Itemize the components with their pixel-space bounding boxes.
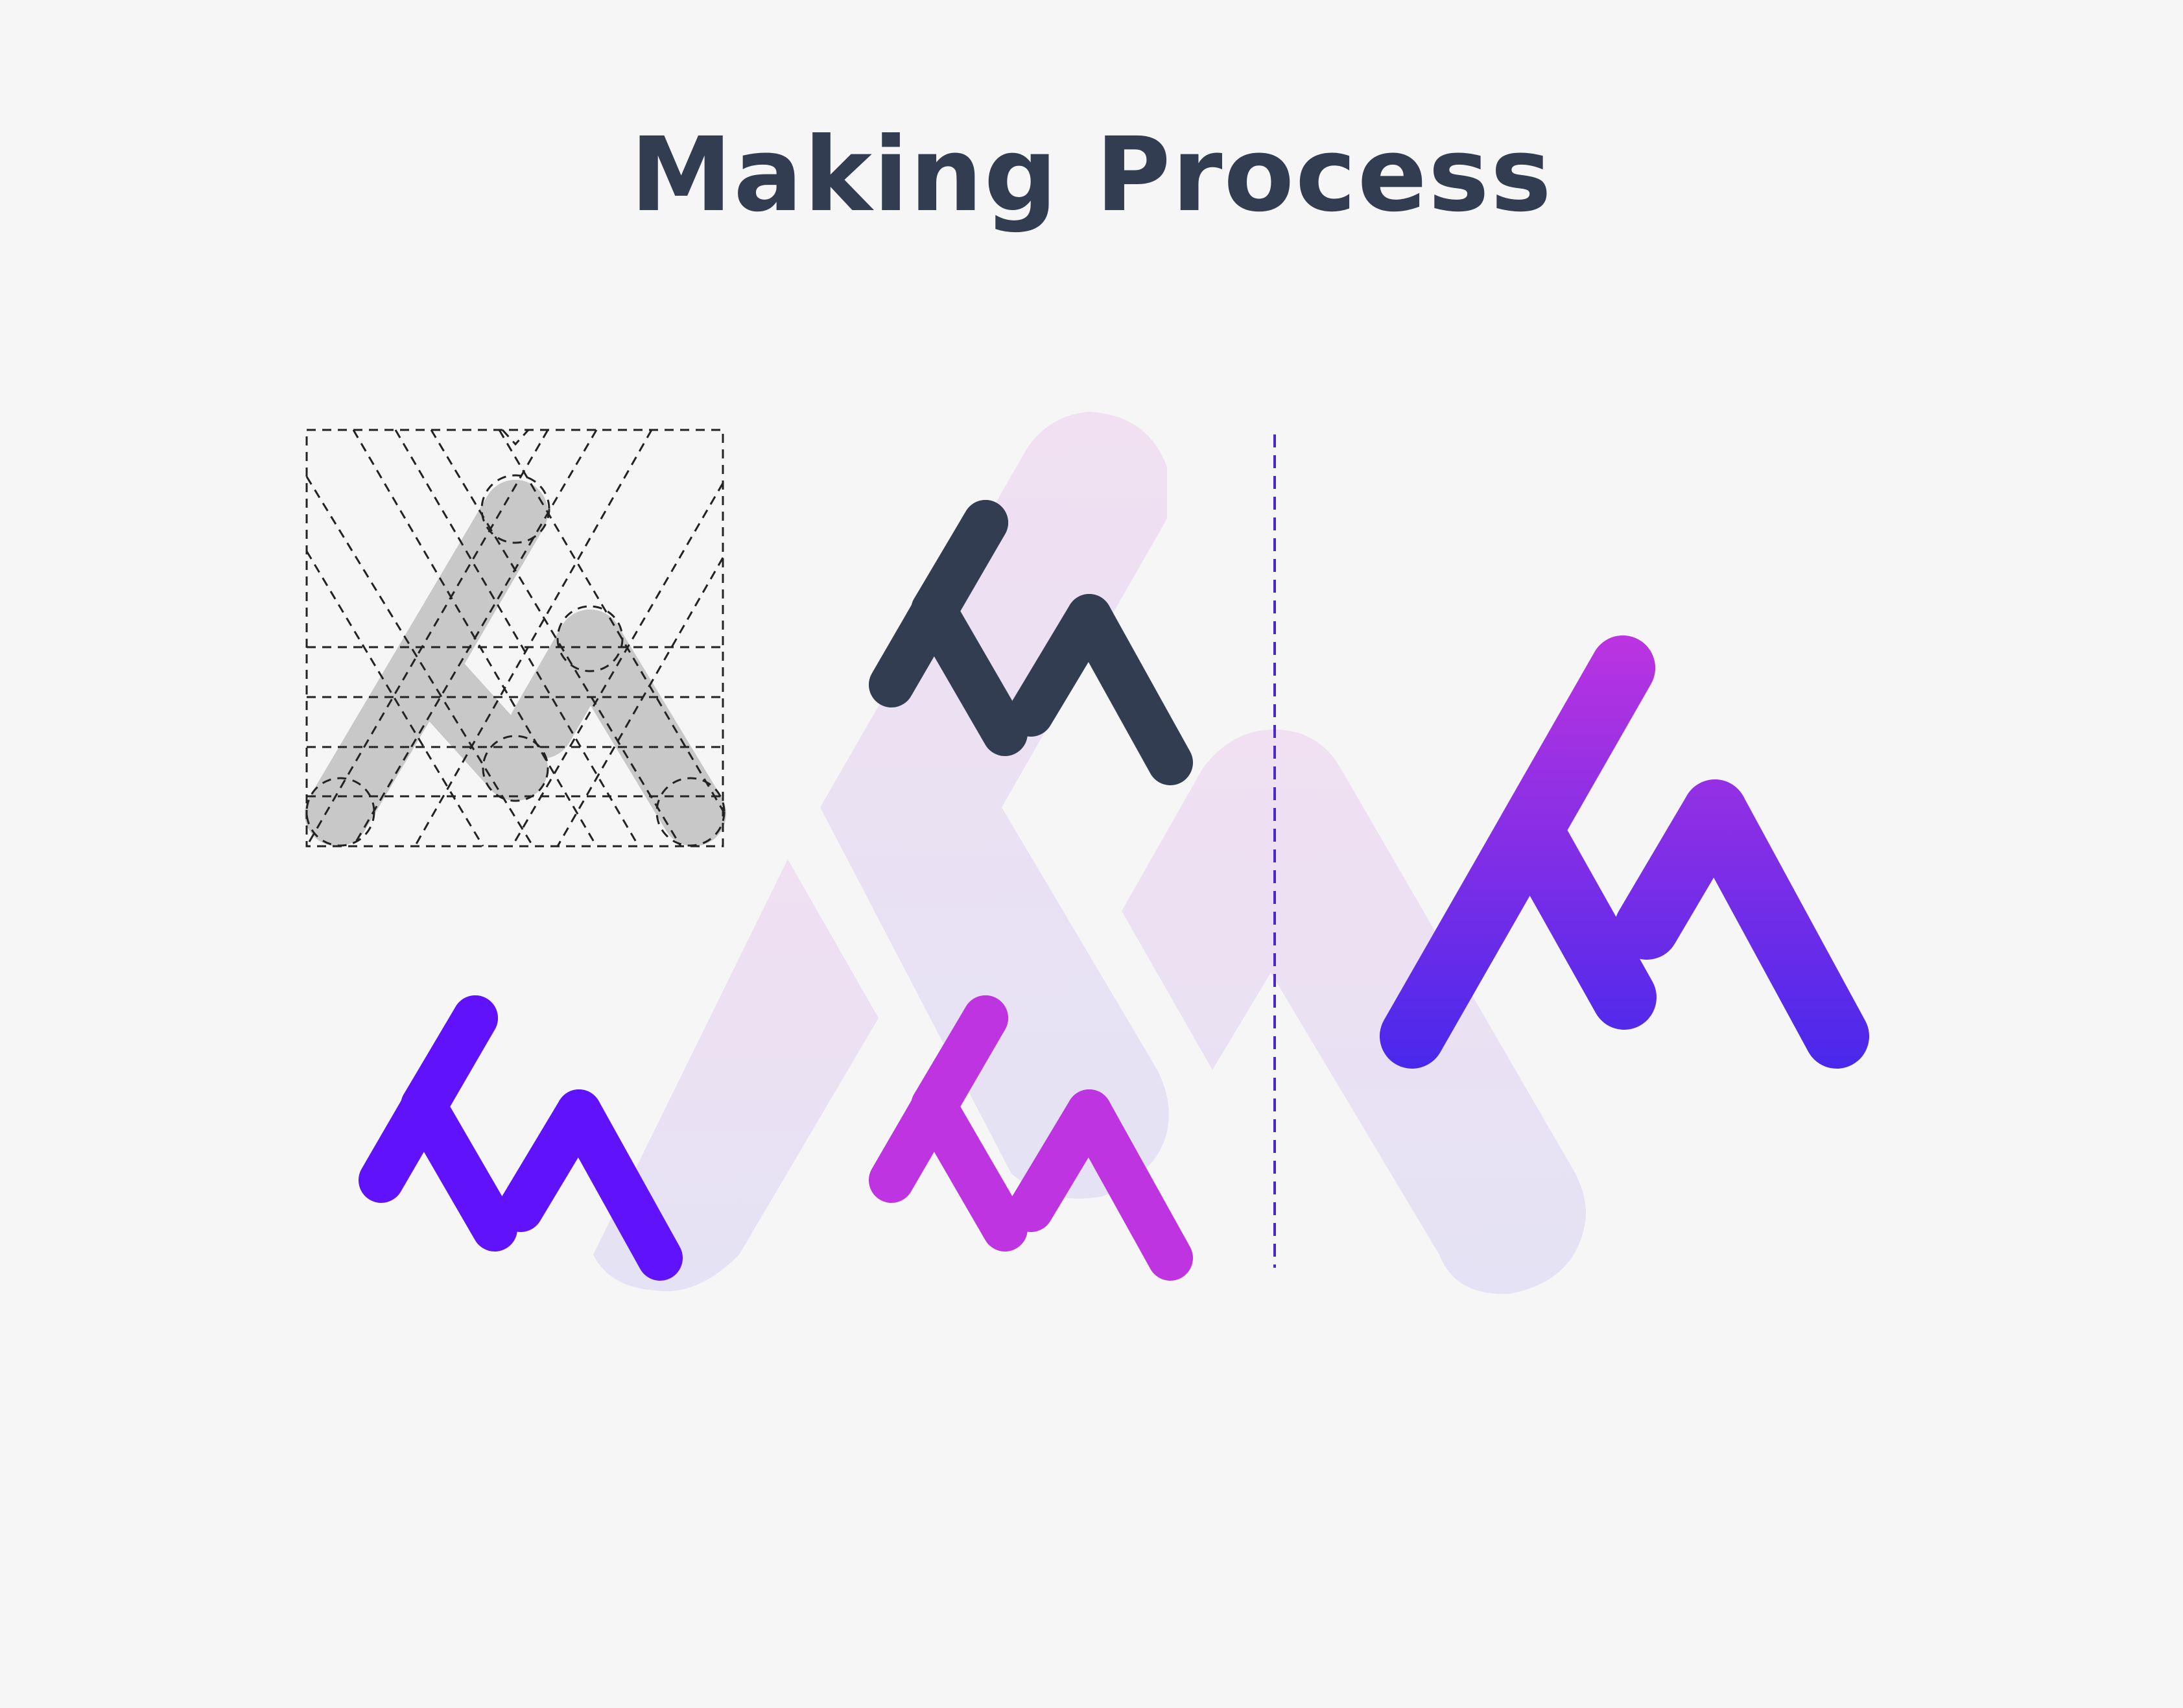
logo-gradient bbox=[1380, 635, 1869, 1069]
page-title: Making Process bbox=[630, 115, 1553, 235]
construction-grid bbox=[305, 429, 726, 848]
mountain-backdrop bbox=[593, 412, 1586, 1294]
